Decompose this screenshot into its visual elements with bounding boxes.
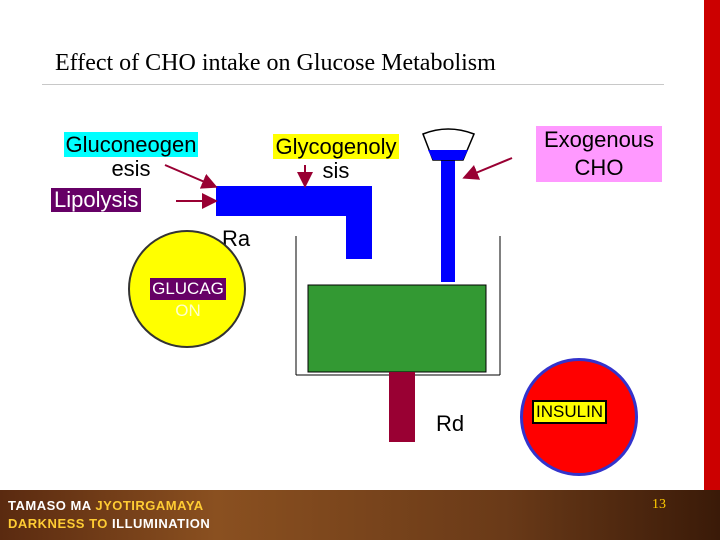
- title-divider: [42, 84, 664, 85]
- outflow-pipe: [389, 372, 415, 442]
- lipolysis-label: Lipolysis: [51, 188, 142, 212]
- exogenous-pipe: [441, 160, 455, 282]
- accent-bar: [704, 0, 720, 490]
- page-number: 13: [652, 497, 666, 512]
- glycogenolysis-label: Glycogenoly sis: [273, 134, 399, 183]
- footer-motto-line1: TAMASO MA JYOTIRGAMAYA: [8, 498, 204, 513]
- rd-label: Rd: [436, 411, 465, 436]
- page-title: Effect of CHO intake on Glucose Metaboli…: [55, 50, 496, 76]
- arrow-exogenous: [462, 157, 513, 180]
- inflow-pipe: [216, 186, 372, 259]
- gluconeogenesis-label: Gluconeogen esis: [63, 132, 199, 181]
- glucagon-label: GLUCAG ON: [150, 278, 226, 320]
- footer-banner: [0, 490, 720, 540]
- arrow-gluconeogenesis: [164, 164, 218, 189]
- footer-motto-line2: DARKNESS TO ILLUMINATION: [8, 516, 211, 531]
- insulin-label: INSULIN: [532, 400, 608, 424]
- glucose-pool: [307, 284, 487, 373]
